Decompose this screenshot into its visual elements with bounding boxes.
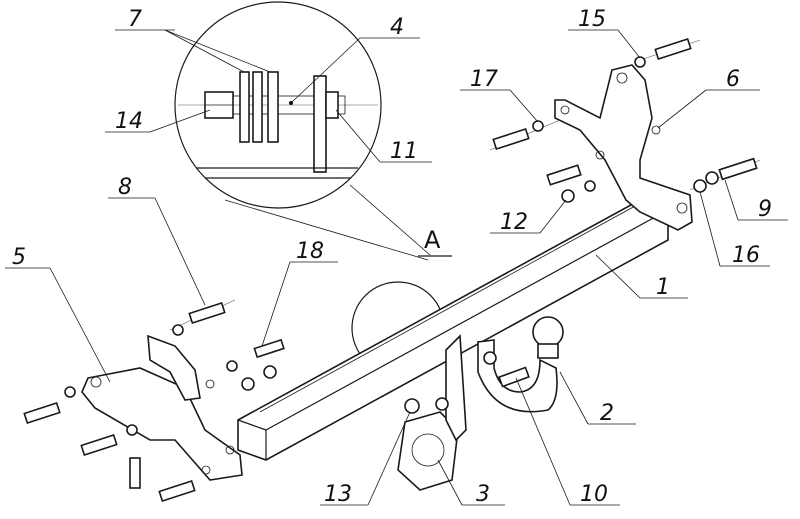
detail-view-a	[174, 1, 431, 261]
callout-17: 17	[470, 67, 498, 92]
callout-4: 4	[390, 15, 404, 40]
fasteners	[23, 37, 761, 503]
callout-12: 12	[500, 210, 528, 235]
left-bracket	[81, 334, 243, 481]
bolt-12	[546, 164, 596, 203]
callout-9: 9	[758, 197, 772, 222]
callout-5: 5	[12, 245, 26, 270]
bolt-8	[169, 299, 236, 336]
callout-18: 18	[296, 239, 324, 264]
tow-ball-bar	[477, 316, 564, 413]
callout-1: 1	[656, 275, 670, 300]
callout-8: 8	[118, 175, 132, 200]
detail-a-label: A	[424, 226, 441, 254]
bolt-15	[634, 37, 701, 68]
callout-11: 11	[390, 139, 418, 164]
callout-14: 14	[115, 109, 143, 134]
right-bracket	[554, 64, 693, 231]
callout-10: 10	[580, 482, 608, 507]
bolt-left-lower	[23, 386, 196, 503]
nut-13	[404, 397, 449, 414]
callout-7: 7	[128, 7, 142, 32]
bolt-17	[489, 119, 561, 151]
callout-16: 16	[732, 243, 760, 268]
callout-2: 2	[600, 401, 614, 426]
callout-13: 13	[324, 482, 352, 507]
bolt-10	[483, 351, 530, 388]
callout-3: 3	[476, 482, 490, 507]
socket-plate	[397, 334, 467, 491]
bolt-18	[226, 338, 285, 391]
callout-6: 6	[726, 67, 740, 92]
callouts: 7 4 14 11 15 6 17 12 9 16	[5, 7, 788, 507]
bolt-9	[689, 157, 761, 193]
callout-15: 15	[578, 7, 606, 32]
